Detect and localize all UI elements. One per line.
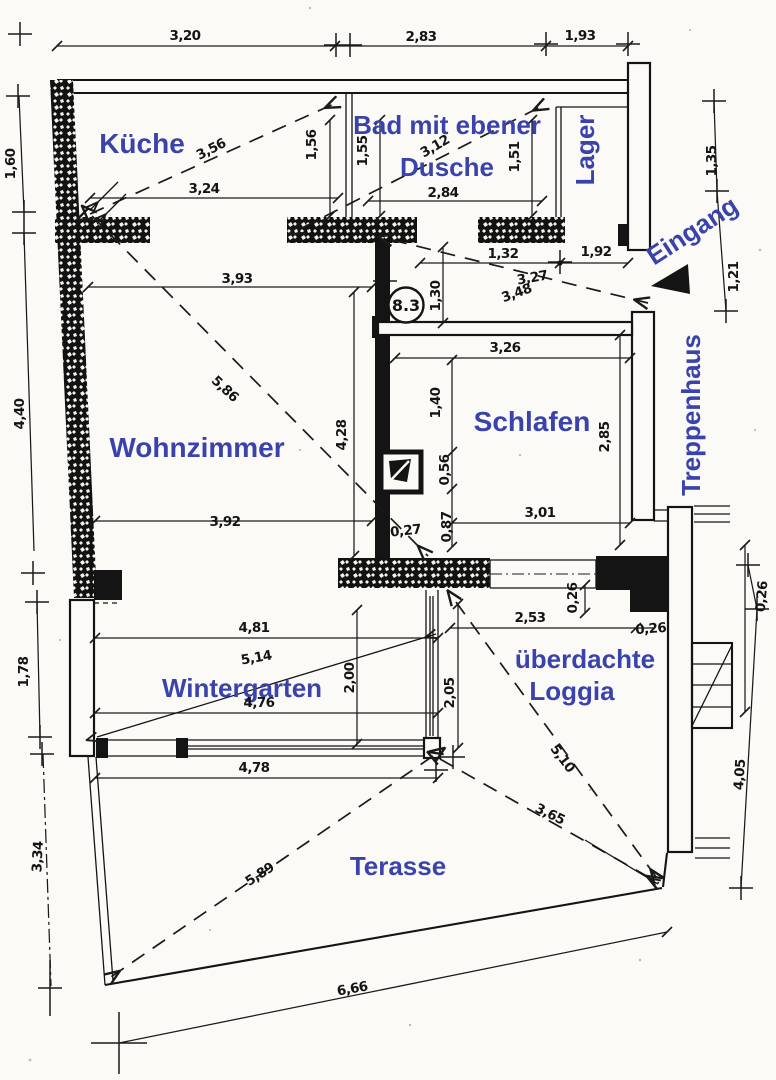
wall-step [654,509,668,522]
kueche-bad-divider [345,94,353,217]
room-label-kueche: Küche [99,128,185,159]
dim-schlaf-a: 1,40 [428,387,444,418]
dim-winter-diag: 5,14 [240,647,273,668]
dim-loggia-h: 2,05 [442,677,458,708]
dim-right-4: 4,05 [731,759,749,791]
loggia-corner-wall-2 [630,556,668,612]
wintergarten-left-wall [68,598,96,758]
entrance-arrow-triangle [651,264,690,294]
dim-hall-diag1: 3,27 [516,267,549,288]
dim-loggia-t1: 0,26 [565,582,581,613]
dim-terasse-w: 6,66 [336,978,369,999]
dim-schlaf-c: 0,87 [439,511,455,542]
dim-wohn-h: 4,28 [334,419,350,450]
room-label-bad-line1: Bad mit ebener [353,110,541,140]
schlafen-top-wall [376,320,634,337]
room-label-treppenhaus: Treppenhaus [676,334,706,496]
bad-bottom-wall-left [287,217,417,243]
room-label-loggia-line2: Loggia [529,676,615,706]
loggia-right-wall [666,505,694,854]
dim-wohn-w1: 3,93 [222,271,253,287]
dim-hall-diag2: 3,48 [499,280,534,306]
dim-right-3: 0,26 [753,580,772,612]
room-label-wohnzimmer: Wohnzimmer [109,432,284,463]
stair-landing [694,505,730,523]
staircase-steps [691,644,733,727]
photo-marker-label: 8.3 [392,296,420,315]
dim-terasse-diag: 5,89 [242,859,277,889]
dim-bad-a: 1,56 [304,129,320,160]
dim-loggia-t2: 0,26 [635,620,667,638]
room-label-schlafen: Schlafen [474,406,591,437]
dim-wohn-w2: 3,92 [210,514,241,530]
photo-marker: 8.3 [387,286,425,324]
room-label-loggia-line1: überdachte [515,644,655,674]
dim-bad-b: 1,55 [355,135,371,166]
dim-bad-c: 1,51 [507,141,523,172]
wohnzimmer-corner-block [94,570,122,600]
room-label-eingang: Eingang [641,190,743,271]
terrace-left-edge [87,756,114,986]
dim-left-2: 4,40 [12,398,28,429]
dim-loggia-diag2: 3,65 [532,800,567,828]
dim-loggia-diag1: 5,10 [547,741,579,775]
dim-winter-w1: 4,81 [239,620,270,636]
left-rubble-wall [50,80,97,598]
stair-entry-steps [695,837,730,859]
dim-schlaf-b: 0,56 [437,454,453,485]
dim-loggia-w: 2,53 [515,610,546,626]
diagonal-measures [90,102,659,979]
dim-hall-b: 1,92 [581,244,612,260]
dim-bad-w: 2,84 [428,185,459,201]
dim-winter-w3: 4,78 [239,760,270,776]
room-label-lager: Lager [570,115,600,186]
lager-divider [555,106,628,217]
dim-hall-a: 1,32 [488,246,519,262]
dim-top-3: 1,93 [565,28,596,44]
dim-top-2: 2,83 [406,29,437,45]
room-label-terasse: Terasse [350,851,446,881]
wintergarten-bottom-window [96,739,438,757]
dim-top-1: 3,20 [170,28,201,44]
dim-winter-h: 2,00 [342,662,358,693]
dim-schlaf-w2: 3,01 [525,505,556,521]
top-outer-wall [55,78,628,95]
wintergarten-right-window [425,590,439,740]
kueche-bottom-wall [55,217,150,243]
bad-bottom-wall-right [478,217,565,243]
dim-hall-c: 1,30 [428,280,444,311]
dim-left-4: 3,34 [29,841,47,873]
dim-schlaf-h: 2,85 [597,421,613,452]
dim-winter-w2: 4,76 [244,695,275,711]
dim-schlaf-d: 0,27 [389,521,422,540]
photo-marker-circle [387,286,425,324]
dim-left-1: 1,60 [3,148,19,179]
dim-right-2: 1,21 [726,261,742,292]
dim-kueche-w: 3,24 [189,181,220,197]
treppenhaus-wall [630,310,656,522]
room-label-wintergarten: Wintergarten [162,673,322,703]
schlafen-bottom-wall [338,558,490,588]
right-wall-upper [626,61,652,252]
dim-right-1: 1,35 [704,145,720,176]
dim-wohn-diag: 5,86 [208,373,242,406]
window-corner-post [422,736,442,760]
dim-left-3: 1,78 [16,656,32,687]
dim-schlaf-w1: 3,26 [490,340,521,356]
room-label-bad-line2: Dusche [400,152,494,182]
